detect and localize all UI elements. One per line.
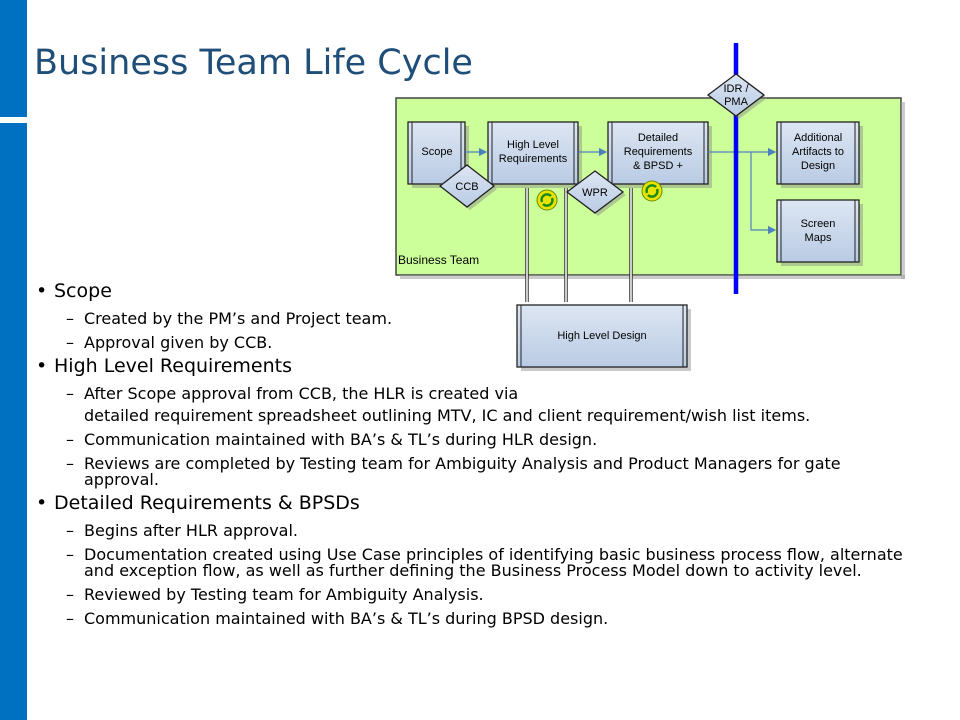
sub-bullet: –After Scope approval from CCB, the HLR … <box>66 384 811 425</box>
additional-artifacts-box: Additional Artifacts to Design <box>776 121 863 188</box>
sub-bullet: –Communication maintained with BA’s & TL… <box>66 609 609 628</box>
business-team-label: Business Team <box>398 253 479 267</box>
screen-maps-box: Screen Maps <box>776 199 863 266</box>
sub-bullet: –Communication maintained with BA’s & TL… <box>66 430 598 449</box>
sub-bullet: –Reviews are completed by Testing team f… <box>66 454 841 489</box>
hlr-label-1: High Level <box>507 139 559 151</box>
bullet-scope: •Scope <box>36 280 112 302</box>
arrow-detail-screen <box>750 152 777 235</box>
hld-label: High Level Design <box>557 330 646 342</box>
sub-bullet: –Created by the PM’s and Project team. <box>66 309 393 328</box>
sub-bullet: –Begins after HLR approval. <box>66 521 299 540</box>
sub-bullet: –Approval given by CCB. <box>66 333 273 352</box>
ccb-gate-diamond: CCB <box>438 164 497 210</box>
sub-bullet: –Documentation created using Use Case pr… <box>66 545 903 580</box>
detail-label-3: & BPSD + <box>633 160 683 172</box>
bullet-high-level-requirements: •High Level Requirements <box>36 355 292 377</box>
screen-label-2: Maps <box>805 232 832 244</box>
recycle-icon <box>536 189 558 211</box>
bullet-list: •Scope –Created by the PM’s and Project … <box>36 276 916 627</box>
additional-label-1: Additional <box>794 132 842 144</box>
scope-label: Scope <box>421 146 452 158</box>
accent-bar-top <box>0 0 27 117</box>
ccb-label: CCB <box>455 181 478 193</box>
additional-label-2: Artifacts to <box>792 146 844 158</box>
idr-label-1: IDR / <box>723 83 749 95</box>
idr-pma-gate-diamond: IDR / PMA <box>706 73 767 119</box>
lifecycle-diagram: Business Team Scope High Level Requireme… <box>395 43 905 371</box>
recycle-icon <box>641 180 663 202</box>
detail-label-1: Detailed <box>638 132 678 144</box>
idr-label-2: PMA <box>724 96 749 108</box>
detail-label-2: Requirements <box>624 146 693 158</box>
additional-label-3: Design <box>801 160 835 172</box>
bullet-detailed-requirements: •Detailed Requirements & BPSDs <box>36 492 360 514</box>
sub-bullet: –Reviewed by Testing team for Ambiguity … <box>66 585 484 604</box>
high-level-requirements-box: High Level Requirements <box>487 121 582 188</box>
wpr-label: WPR <box>582 187 608 199</box>
slide-title: Business Team Life Cycle <box>34 43 473 83</box>
high-level-design-box: High Level Design <box>516 304 691 371</box>
hlr-label-2: Requirements <box>499 153 568 165</box>
wpr-gate-diamond: WPR <box>565 170 626 216</box>
accent-bar-bottom <box>0 123 27 720</box>
screen-label-1: Screen <box>801 218 836 230</box>
detailed-requirements-box: Detailed Requirements & BPSD + <box>607 121 712 188</box>
